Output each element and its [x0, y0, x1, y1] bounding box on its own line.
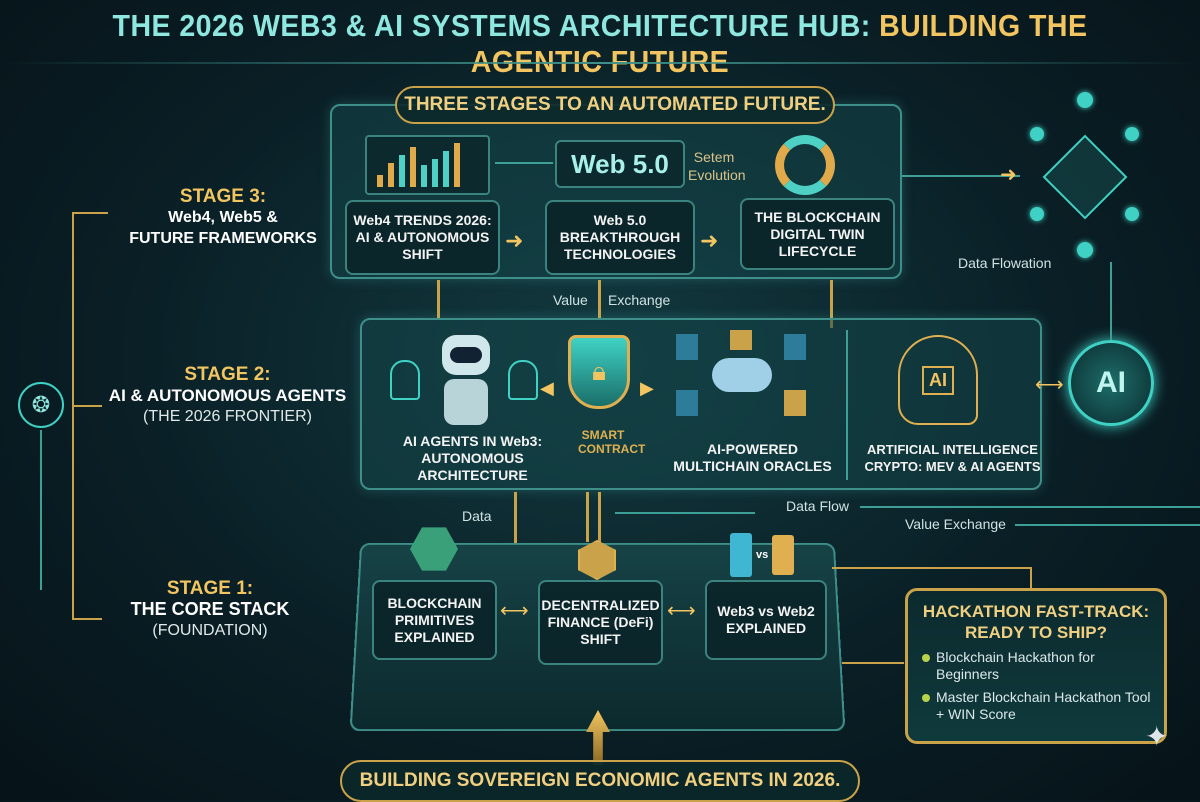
card-blockchain-digital-twin[interactable]: THE BLOCKCHAIN DIGITAL TWIN LIFECYCLE — [740, 198, 895, 270]
ai-chip-label: AI — [922, 366, 954, 395]
divider — [0, 62, 1200, 64]
cycle-arrows-icon — [775, 135, 835, 195]
connector — [495, 162, 553, 164]
shield-lock-icon: 🔒︎ — [568, 335, 630, 409]
divider — [846, 330, 848, 480]
cloud-servers-icon — [672, 330, 812, 425]
web3-vs-web2-icon: vs — [730, 530, 800, 580]
stage-number: STAGE 3: — [118, 186, 328, 207]
hackathon-box: HACKATHON FAST-TRACK: READY TO SHIP? Blo… — [905, 588, 1167, 744]
ai-head-icon: AI — [898, 335, 978, 425]
hackathon-list: Blockchain Hackathon for Beginners Maste… — [920, 649, 1152, 723]
hackathon-title: HACKATHON FAST-TRACK: READY TO SHIP? — [920, 601, 1152, 643]
connector — [832, 567, 1032, 569]
vs-label: vs — [756, 549, 768, 561]
brain-icon: ❂ — [18, 382, 64, 428]
page-title: THE 2026 WEB3 & AI SYSTEMS ARCHITECTURE … — [48, 8, 1152, 80]
connector — [72, 212, 108, 214]
connector — [615, 512, 755, 514]
connector — [1015, 524, 1200, 526]
connector — [586, 492, 589, 542]
arrow-right-icon: ➜ — [505, 228, 523, 254]
setem-evolution-label: Setem Evolution — [688, 148, 740, 184]
arrow-right-icon: ➜ — [700, 228, 718, 254]
person-icon — [508, 360, 538, 400]
footer-pill: BUILDING SOVEREIGN ECONOMIC AGENTS IN 20… — [340, 760, 860, 802]
smart-contract-label: SMART CONTRACT — [578, 428, 628, 456]
connector — [1030, 567, 1032, 589]
exchange-label: Exchange — [608, 292, 670, 308]
stage-number: STAGE 2: — [100, 364, 355, 385]
stage-name: AI & AUTONOMOUS AGENTS — [100, 385, 355, 406]
card-web4-trends[interactable]: Web4 TRENDS 2026: AI & AUTONOMOUS SHIFT — [345, 200, 500, 275]
connector — [860, 506, 1200, 508]
card-ai-crypto-mev[interactable]: ARTIFICIAL INTELLIGENCE CRYPTO: MEV & AI… — [850, 436, 1055, 480]
data-flow-label: Data Flow — [786, 498, 849, 514]
web5-badge: Web 5.0 — [555, 140, 685, 188]
connector — [598, 280, 601, 320]
card-web5-breakthrough[interactable]: Web 5.0 BREAKTHROUGH TECHNOLOGIES — [545, 200, 695, 275]
arrow-both-icon: ⟷ — [500, 598, 529, 623]
connector — [598, 492, 601, 542]
connector — [72, 618, 102, 620]
card-multichain-oracles[interactable]: AI-POWERED MULTICHAIN ORACLES — [660, 436, 845, 480]
card-web3-vs-web2[interactable]: Web3 vs Web2 EXPLAINED — [705, 580, 827, 660]
person-icon — [390, 360, 420, 400]
stage-bracket — [72, 212, 74, 620]
arrow-both-icon: ⟷ — [667, 598, 696, 623]
value-label: Value — [553, 292, 588, 308]
robot-icon — [430, 335, 502, 427]
connector — [437, 280, 440, 318]
connector — [40, 430, 42, 590]
arrow-both-icon: ⟷ — [1035, 372, 1064, 397]
header-pill: THREE STAGES TO AN AUTOMATED FUTURE. — [395, 86, 835, 124]
data-flowation-label: Data Flowation — [958, 255, 1051, 271]
arrow-left-icon: ◀ — [540, 378, 554, 399]
connector — [72, 405, 102, 407]
arrow-right-icon: ➜ — [1000, 162, 1017, 187]
stage-sub: (FOUNDATION) — [110, 620, 310, 641]
connector — [842, 662, 904, 664]
hackathon-link-master-tool[interactable]: Master Blockchain Hackathon Tool + WIN S… — [920, 689, 1152, 723]
card-blockchain-primitives[interactable]: BLOCKCHAIN PRIMITIVES EXPLAINED — [372, 580, 497, 660]
data-label: Data — [462, 508, 492, 524]
sparkle-icon: ✦ — [1145, 720, 1168, 753]
connector — [1110, 262, 1112, 340]
bar-chart-icon — [365, 135, 490, 195]
arrow-right-icon: ▶ — [640, 378, 654, 399]
stage-name: THE CORE STACK — [110, 599, 310, 620]
network-cube-icon — [1020, 92, 1150, 262]
card-defi-shift[interactable]: DECENTRALIZED FINANCE (DeFi) SHIFT — [538, 580, 663, 665]
stage-1-label: STAGE 1:THE CORE STACK(FOUNDATION) — [110, 578, 310, 641]
card-ai-agents-web3[interactable]: AI AGENTS IN Web3: AUTONOMOUS ARCHITECTU… — [370, 436, 575, 480]
value-exchange-label: Value Exchange — [905, 516, 1006, 532]
stage-3-label: STAGE 3:Web4, Web5 & FUTURE FRAMEWORKS — [118, 186, 328, 249]
stage-name: Web4, Web5 & FUTURE FRAMEWORKS — [118, 207, 328, 249]
ai-network-icon: AI — [1068, 340, 1154, 426]
hackathon-link-beginners[interactable]: Blockchain Hackathon for Beginners — [920, 649, 1152, 683]
stage-2-label: STAGE 2:AI & AUTONOMOUS AGENTS(THE 2026 … — [100, 364, 355, 427]
stage-sub: (THE 2026 FRONTIER) — [100, 406, 355, 427]
stage-number: STAGE 1: — [110, 578, 310, 599]
